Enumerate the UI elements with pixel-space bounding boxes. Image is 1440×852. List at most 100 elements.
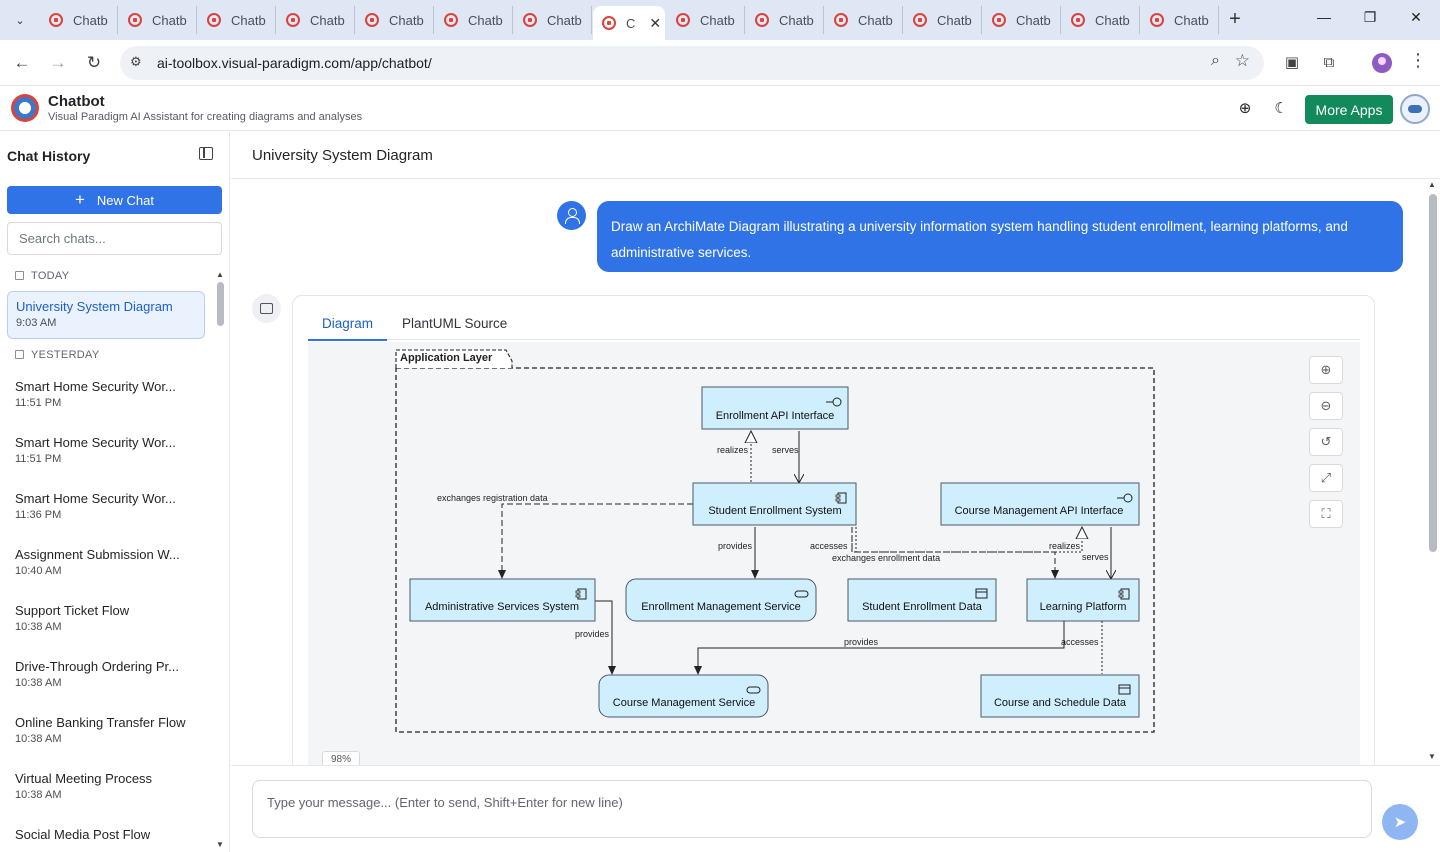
node-student-enrollment-data[interactable]: Student Enrollment Data [847,578,997,622]
moon-icon[interactable]: ☾ [1274,100,1288,117]
zoom-in-icon[interactable]: ⊕ [1309,356,1343,384]
group-tab [395,349,513,368]
node-student-enrollment-system[interactable]: Student Enrollment System [692,482,857,526]
chat-item-time: 11:51 PM [15,453,62,465]
scroll-down-icon[interactable]: ▼ [1428,752,1436,761]
tab-title: Chatb [858,12,893,28]
more-apps-button[interactable]: More Apps [1305,95,1393,124]
diagram-card: Diagram PlantUML Source ⊕ ⊖ ↺ ⤢ ⛶ [292,295,1375,775]
new-tab-button[interactable]: + [1229,8,1241,30]
tab-title: C [626,15,636,31]
chat-history-item[interactable]: Smart Home Security Wor...11:36 PM [7,484,205,532]
maximize-button[interactable]: ❐ [1363,9,1377,25]
browser-tab[interactable]: C✕ [593,6,665,40]
reset-icon[interactable]: ↺ [1309,428,1343,456]
tab-title: Chatb [700,12,735,28]
archimate-diagram[interactable]: Application Layer realizes serves exchan… [394,347,1160,737]
chat-history-item[interactable]: Assignment Submission W...10:40 AM [7,540,205,588]
node-administrative-services-system[interactable]: Administrative Services System [409,578,596,622]
zoom-out-icon[interactable]: ⊖ [1309,392,1343,420]
window-close-button[interactable]: ✕ [1410,9,1422,25]
assistant-avatar[interactable] [1400,94,1430,124]
tab-close-icon[interactable]: ✕ [649,14,662,31]
back-icon[interactable]: ← [13,53,31,72]
browser-tab[interactable]: Chatb [277,6,355,34]
browser-tab[interactable]: Chatb [904,6,982,34]
profile-avatar[interactable] [1372,53,1392,73]
browser-tab[interactable]: Chatb [514,6,592,34]
browser-tab[interactable]: Chatb [825,6,903,34]
chat-history-item[interactable]: Smart Home Security Wor...11:51 PM [7,372,205,420]
browser-tab[interactable]: Chatb [198,6,276,34]
node-label: Student Enrollment System [708,505,841,517]
chat-item-title: Smart Home Security Wor... [15,379,176,394]
browser-tab[interactable]: Chatb [356,6,434,34]
node-course-management-api[interactable]: Course Management API Interface [940,482,1140,526]
node-learning-platform[interactable]: Learning Platform [1026,578,1140,622]
message-input[interactable] [252,780,1372,838]
site-settings-icon[interactable]: ⚙ [130,54,142,69]
chat-item-title: Smart Home Security Wor... [15,435,176,450]
node-label: Course and Schedule Data [994,697,1127,709]
fullscreen-icon[interactable]: ⛶ [1309,500,1343,528]
sidebar-scroll-thumb[interactable] [217,282,224,326]
reload-icon[interactable]: ↻ [86,53,102,72]
node-course-schedule-data[interactable]: Course and Schedule Data [980,674,1140,718]
browser-tab[interactable]: Chatb [1062,6,1140,34]
chat-history-item[interactable]: Social Media Post Flow [7,820,205,852]
chat-history-item[interactable]: Smart Home Security Wor... 11:51 PM [7,428,205,476]
tab-diagram[interactable]: Diagram [308,316,388,341]
url-text[interactable]: ai-toolbox.visual-paradigm.com/app/chatb… [157,55,432,71]
favicon-icon [602,16,616,30]
browser-tab[interactable]: Chatb [983,6,1061,34]
scroll-up-icon[interactable]: ▲ [1428,180,1436,189]
omnibox[interactable]: ⚙ ai-toolbox.visual-paradigm.com/app/cha… [120,46,1264,80]
browser-tab[interactable]: Chatb [667,6,745,34]
browser-menu-icon[interactable]: ⋮ [1409,50,1427,70]
bookmark-star-icon[interactable]: ☆ [1234,51,1250,70]
browser-tab[interactable]: Chatb [746,6,824,34]
main-scroll-thumb[interactable] [1429,194,1437,552]
sidebar-scrollbar[interactable]: ▲ ▼ [216,270,224,850]
calendar-icon [15,350,24,359]
send-button[interactable]: ➤ [1382,804,1418,840]
favicon-icon [444,13,458,27]
puzzle-extensions-icon[interactable]: ⧉ [1323,54,1335,71]
label-serves-1: serves [772,445,799,455]
label-realizes-2: realizes [1049,541,1081,551]
edge-exchanges-registration [498,503,693,579]
browser-tab[interactable]: Chatb [40,6,118,34]
browser-tab[interactable]: Chatb [1141,6,1219,34]
scroll-up-icon[interactable]: ▲ [216,270,224,279]
zoom-icon[interactable]: ⌕ [1211,52,1220,69]
tab-search-chevron-icon[interactable]: ⌄ [15,14,25,27]
conversation-title: University System Diagram [252,147,433,164]
app-title: Chatbot [48,93,105,110]
new-chat-button[interactable]: + New Chat [7,186,222,214]
forward-icon[interactable]: → [49,53,67,72]
tab-title: Chatb [73,12,108,28]
globe-icon[interactable]: ⊕ [1238,100,1252,117]
minimize-button[interactable]: — [1317,9,1331,25]
main-scrollbar[interactable]: ▲ ▼ [1428,180,1438,764]
browser-tab[interactable]: Chatb [119,6,197,34]
search-chats-input[interactable] [7,222,222,255]
browser-tab[interactable]: Chatb [435,6,513,34]
fit-icon[interactable]: ⤢ [1309,464,1343,492]
node-label: Course Management Service [613,697,755,709]
send-icon: ➤ [1393,814,1407,831]
tab-plantuml-source[interactable]: PlantUML Source [402,316,508,331]
sidebar-collapse-icon[interactable] [199,147,213,160]
node-enrollment-management-service[interactable]: Enrollment Management Service [625,578,817,622]
node-course-management-service[interactable]: Course Management Service [598,674,769,718]
edge-labels: realizes serves exchanges registration d… [437,445,1109,647]
extension-icon[interactable]: ▣ [1284,54,1300,71]
chat-history-item[interactable]: Drive-Through Ordering Pr...10:38 AM [7,652,205,700]
label-realizes-1: realizes [717,445,749,455]
scroll-down-icon[interactable]: ▼ [216,840,224,849]
node-enrollment-api[interactable]: Enrollment API Interface [701,386,849,430]
